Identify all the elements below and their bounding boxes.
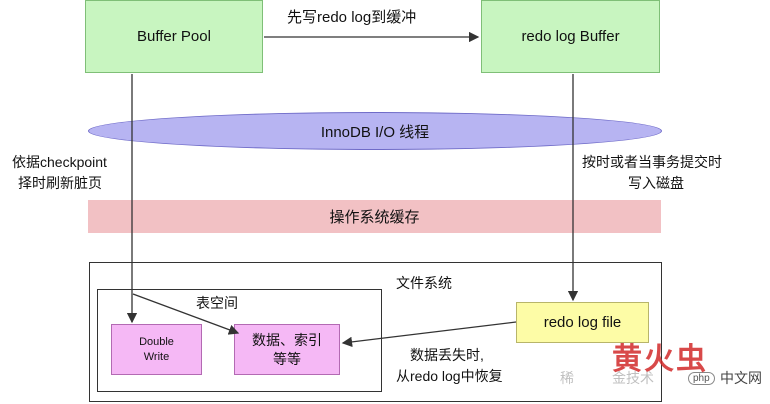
tablespace-label: 表空间 xyxy=(196,295,238,311)
watermark-left-char: 稀 xyxy=(560,370,574,386)
os-cache-label: 操作系统缓存 xyxy=(329,209,420,226)
redo-log-file-label: redo log file xyxy=(543,314,622,331)
commit-note-line1: 按时或者当事务提交时 xyxy=(582,154,722,170)
data-index-label: 数据、索引 等等 xyxy=(252,331,322,367)
checkpoint-note-line1: 依据checkpoint xyxy=(12,154,107,170)
double-write-label: Double Write xyxy=(139,335,174,363)
recover-note-line2: 从redo log中恢复 xyxy=(396,368,503,384)
watermark-red-text: 黄火虫 xyxy=(612,343,708,376)
buffer-pool-box: Buffer Pool xyxy=(85,0,263,73)
commit-note-line2: 写入磁盘 xyxy=(628,175,684,191)
watermark-brand-text: 中文网 xyxy=(720,370,762,386)
watermark-php-badge: php xyxy=(688,372,715,385)
checkpoint-note-line2: 择时刷新脏页 xyxy=(18,175,102,191)
redo-log-buffer-label: redo log Buffer xyxy=(521,28,620,45)
innodb-io-thread-ellipse: InnoDB I/O 线程 xyxy=(88,112,662,150)
data-index-box: 数据、索引 等等 xyxy=(234,324,340,375)
double-write-box: Double Write xyxy=(111,324,202,375)
write-redo-first-label: 先写redo log到缓冲 xyxy=(287,9,417,26)
os-cache-band: 操作系统缓存 xyxy=(88,200,661,233)
watermark-middle-text: 金技术 xyxy=(612,370,654,386)
recover-note-line1: 数据丢失时, xyxy=(410,347,484,363)
innodb-io-label: InnoDB I/O 线程 xyxy=(320,123,430,141)
redo-log-buffer-box: redo log Buffer xyxy=(481,0,660,73)
buffer-pool-label: Buffer Pool xyxy=(137,28,211,45)
redo-log-file-box: redo log file xyxy=(516,302,649,343)
file-system-label: 文件系统 xyxy=(396,275,452,291)
